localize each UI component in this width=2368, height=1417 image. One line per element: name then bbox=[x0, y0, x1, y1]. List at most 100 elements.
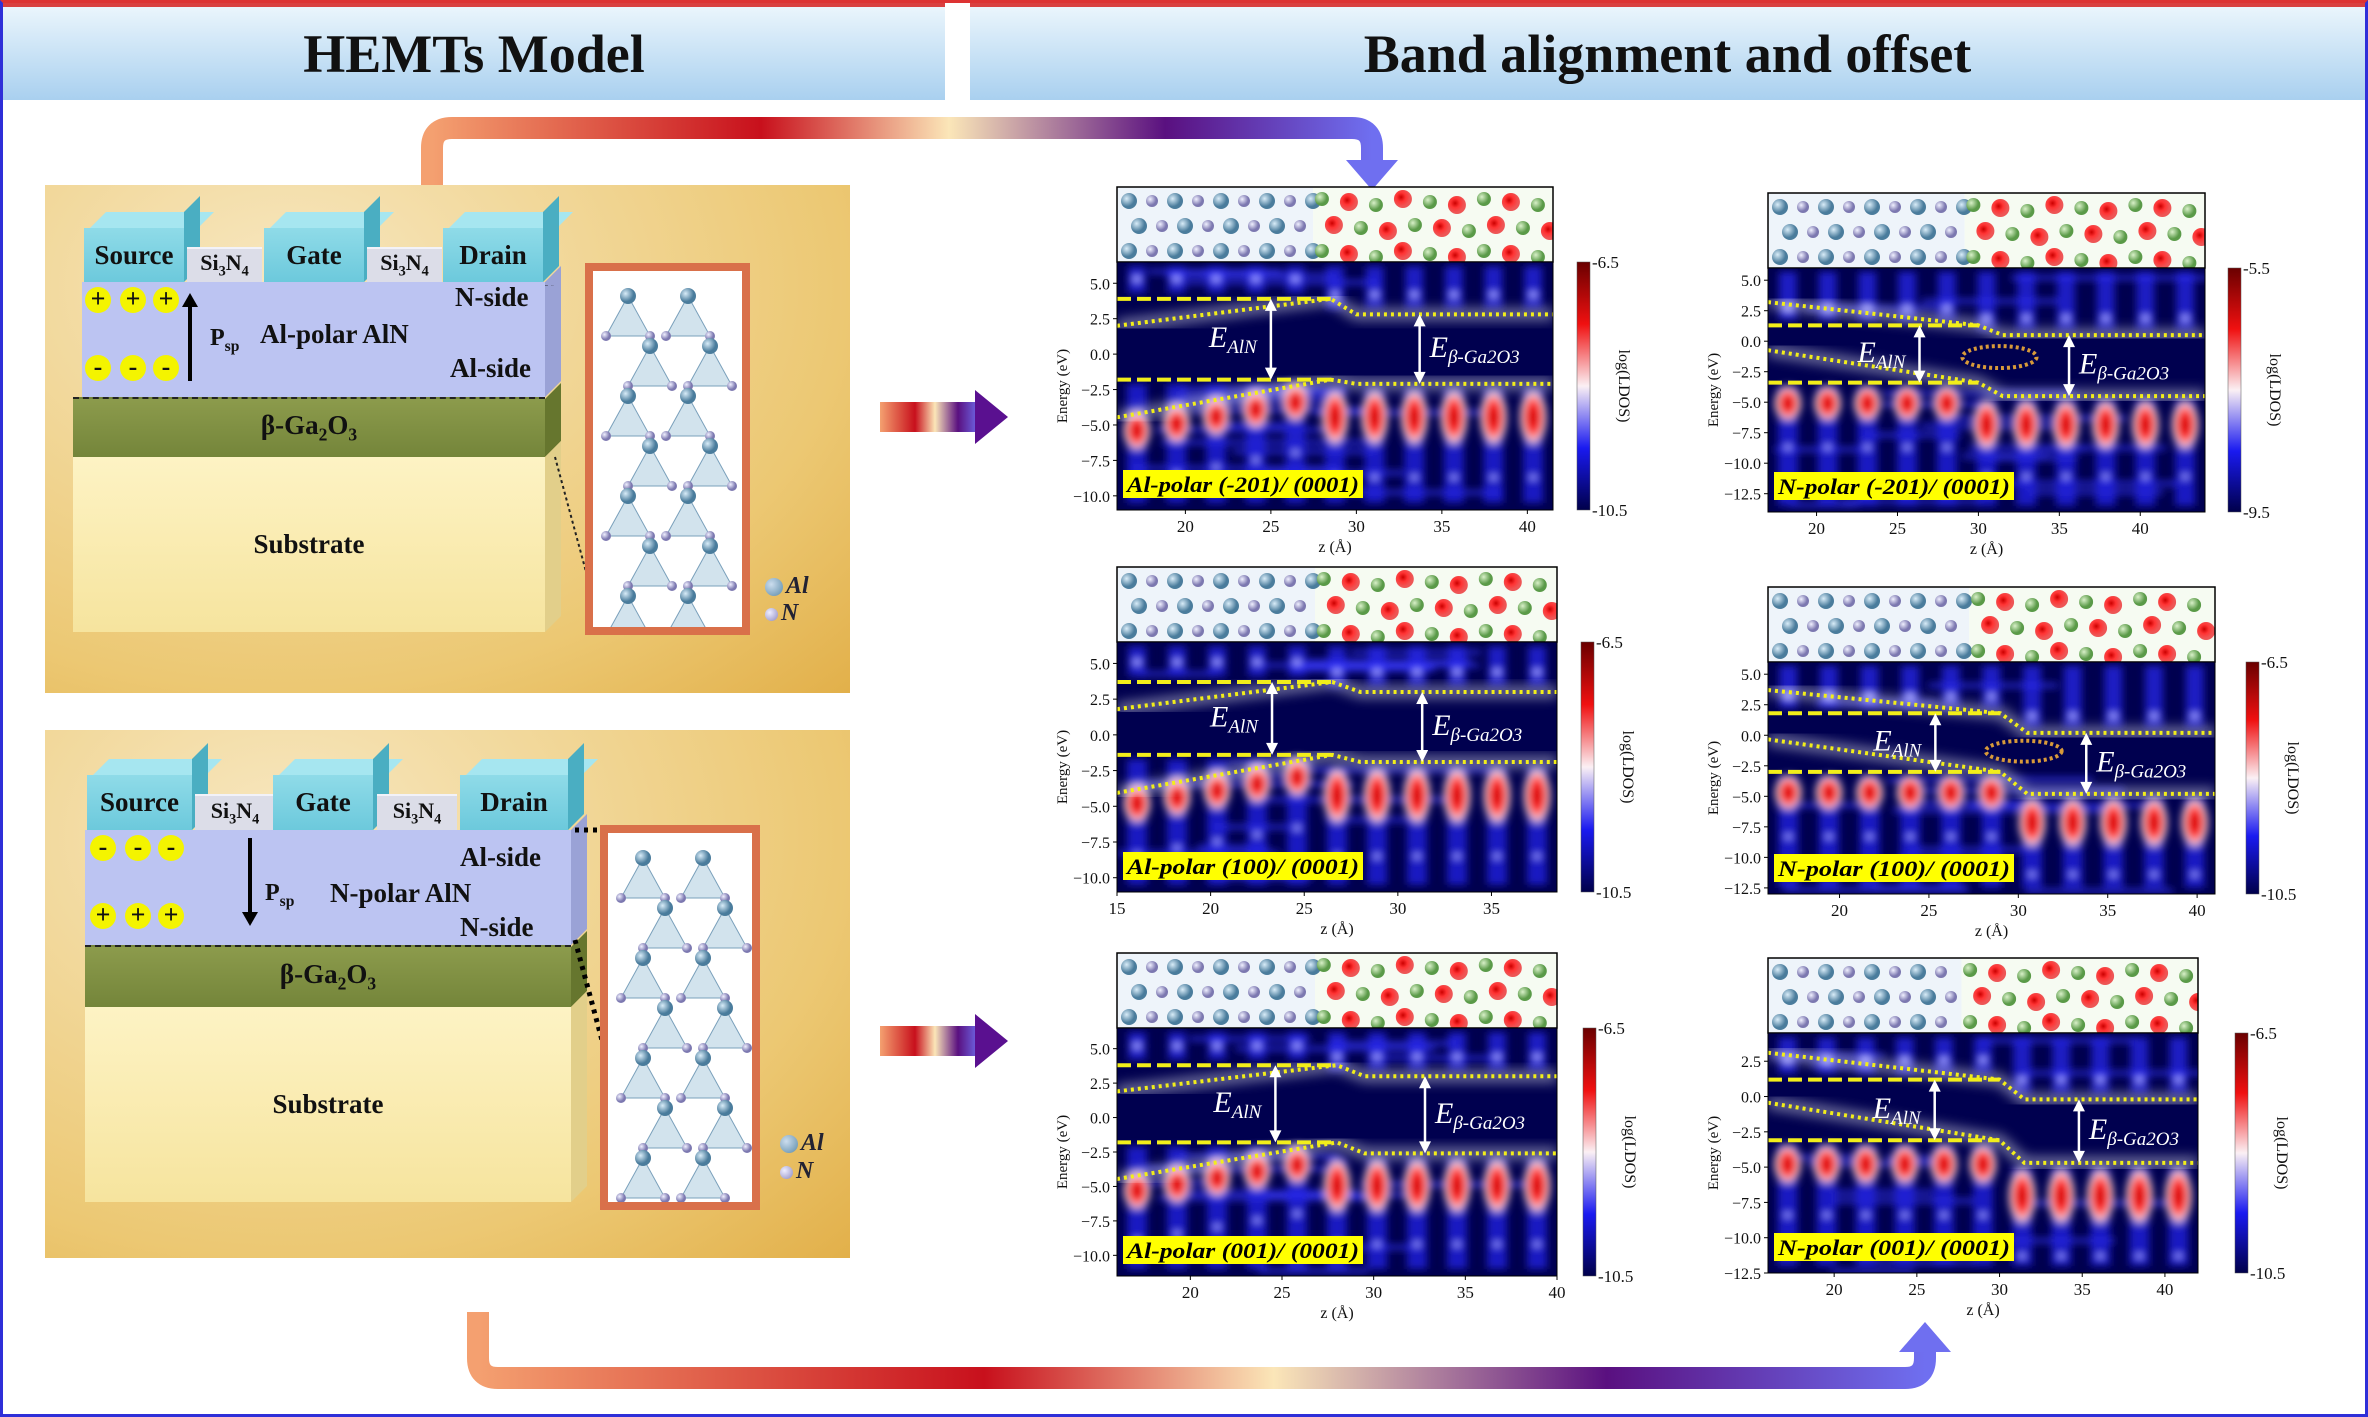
plot-border bbox=[1767, 267, 2206, 513]
valence-hotspot bbox=[2046, 1165, 2077, 1227]
o-atom-icon bbox=[1380, 988, 1399, 1006]
conduction-hotspot bbox=[1208, 656, 1226, 668]
ga2o3-gap-arrow bbox=[2080, 732, 2093, 794]
y-tick-label: 2.5 bbox=[1741, 1054, 1761, 1071]
band-edge-lines bbox=[1117, 292, 1553, 424]
al-atom-icon bbox=[1910, 964, 1926, 980]
valence-hotspot bbox=[1518, 386, 1549, 448]
n-atom-icon bbox=[1238, 961, 1250, 973]
n-atom-icon bbox=[601, 531, 611, 541]
o-atom-icon bbox=[1449, 576, 1468, 594]
tetrahedron-icon bbox=[687, 444, 733, 487]
ga-atom-icon bbox=[2079, 647, 2094, 661]
al-atom-icon bbox=[1213, 623, 1229, 639]
ldos-streak bbox=[2018, 446, 2086, 451]
valence-hotspot bbox=[1772, 1142, 1803, 1186]
al-atom-icon bbox=[1772, 249, 1788, 265]
n-atom-icon bbox=[1853, 226, 1865, 238]
arrowhead-icon bbox=[1419, 1076, 1431, 1089]
y-tick-label: −7.5 bbox=[1081, 835, 1110, 852]
ga-atom-icon bbox=[1370, 630, 1385, 642]
ga2o3-gap-arrow bbox=[1419, 1076, 1431, 1154]
negative-charge: - bbox=[153, 354, 179, 381]
conduction-hotspot bbox=[2091, 1073, 2110, 1086]
colorbar bbox=[2245, 661, 2260, 895]
model-panel-al-polar: β-Ga2O3 Substrate Source Si3N4 Gate Si3N… bbox=[45, 185, 850, 693]
positive-charge: + bbox=[85, 286, 111, 313]
valence-hotspot bbox=[1362, 1155, 1392, 1216]
deep-state-spot bbox=[1486, 472, 1501, 483]
ga-atom-icon bbox=[1966, 250, 1981, 264]
arrowhead-icon bbox=[1899, 1322, 1951, 1352]
deep-state-spot bbox=[2132, 1251, 2147, 1262]
y-tick-label: −10.0 bbox=[1073, 871, 1110, 888]
ga-atom-icon bbox=[2133, 644, 2148, 658]
n-atom-icon bbox=[1935, 966, 1947, 978]
n-atom-icon bbox=[1248, 600, 1260, 612]
atomic-structure-strip bbox=[1767, 957, 2199, 1034]
valence-hotspot bbox=[1522, 1155, 1552, 1216]
valence-hotspot bbox=[1402, 764, 1432, 827]
ldos-streak bbox=[1315, 410, 1481, 415]
valence-hotspot bbox=[1402, 1155, 1432, 1216]
deep-state-spot bbox=[1530, 1239, 1544, 1250]
negative-charge: - bbox=[158, 834, 184, 861]
aln-gap-arrow bbox=[1266, 682, 1279, 755]
x-tick-label: 20 bbox=[1808, 519, 1825, 538]
conduction-hotspot bbox=[1248, 1039, 1266, 1052]
al-atom-icon bbox=[1910, 199, 1926, 215]
al-atom-icon bbox=[1818, 199, 1834, 215]
n-atom-icon bbox=[1294, 220, 1306, 232]
x-tick-label: 25 bbox=[1920, 901, 1937, 920]
al-atom-icon bbox=[1259, 243, 1275, 259]
interface-label: Al-polar (-201)/ (0001) bbox=[1125, 472, 1359, 497]
tetrahedron-icon bbox=[620, 956, 666, 999]
deep-state-spot bbox=[1781, 831, 1796, 842]
n-atom-icon bbox=[780, 1165, 793, 1179]
o-atom-icon bbox=[2050, 642, 2069, 660]
o-atom-icon bbox=[1988, 1016, 2007, 1033]
aln-gap-arrow bbox=[1913, 325, 1926, 383]
deep-state-spot bbox=[1248, 454, 1263, 465]
n-atom-icon bbox=[1146, 625, 1158, 637]
al-atom-icon bbox=[1874, 224, 1890, 240]
valence-hotspot bbox=[2139, 795, 2170, 850]
conduction-hotspot bbox=[1974, 1053, 1992, 1066]
atomic-structure-strip bbox=[1116, 952, 1558, 1029]
al-atom-icon bbox=[1121, 623, 1137, 639]
ga2o3-gap-subscript: β-Ga2O3 bbox=[1452, 1113, 1525, 1134]
x-axis-label: z (Å) bbox=[1966, 1301, 1999, 1319]
interface-label-box bbox=[1123, 1236, 1363, 1264]
n-atom-icon bbox=[616, 893, 626, 903]
deep-state-spot bbox=[2093, 1251, 2108, 1262]
n-atom-icon bbox=[1853, 991, 1865, 1003]
al-atom-icon bbox=[702, 538, 718, 554]
n-atom-icon bbox=[1889, 595, 1901, 607]
o-atom-icon bbox=[1503, 573, 1522, 591]
conduction-hotspot bbox=[1246, 273, 1265, 286]
o-atom-icon bbox=[2189, 993, 2198, 1011]
small-arrow-bottom bbox=[880, 1026, 980, 1056]
al-atom-icon bbox=[1121, 1009, 1137, 1025]
ldos-streak bbox=[1306, 659, 1471, 664]
n-atom-icon bbox=[1156, 986, 1168, 998]
al-atom-icon bbox=[1131, 984, 1147, 1000]
deep-state-spot bbox=[2025, 869, 2040, 880]
interface-label-box bbox=[1123, 470, 1363, 498]
tetrahedron-icon bbox=[642, 906, 688, 949]
al-atom-icon bbox=[1259, 1009, 1275, 1025]
ga-atom-icon bbox=[1370, 578, 1385, 592]
valence-hotspot bbox=[1971, 397, 2002, 453]
al-atom-icon bbox=[1864, 593, 1880, 609]
al-atom-icon bbox=[702, 438, 718, 454]
o-atom-icon bbox=[1449, 1014, 1468, 1028]
al-atom-icon bbox=[1910, 643, 1926, 659]
positive-charge: + bbox=[158, 902, 184, 929]
o-atom-icon bbox=[1395, 570, 1414, 588]
cbm-profile-line bbox=[1768, 300, 2205, 338]
al-atom-icon bbox=[1167, 573, 1183, 589]
tetrahedron-icon bbox=[642, 1006, 688, 1049]
